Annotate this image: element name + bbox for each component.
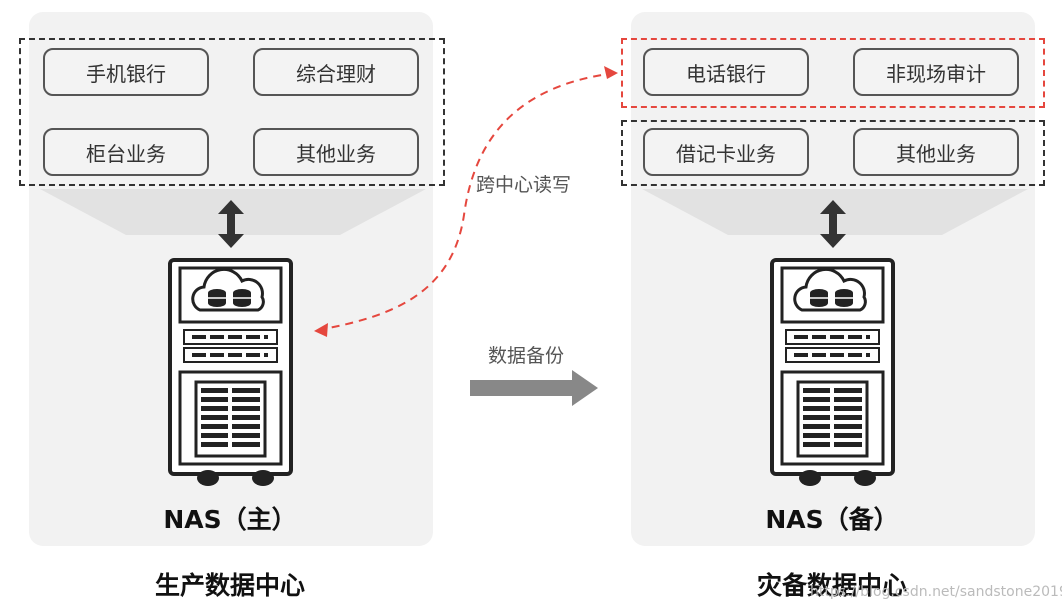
app-counter-business[interactable]: 柜台业务 — [43, 128, 209, 176]
backup-nas-label: NAS（备） — [765, 505, 899, 534]
backup-bidirectional-arrow-icon — [820, 200, 846, 248]
app-offsite-audit[interactable]: 非现场审计 — [853, 48, 1019, 96]
app-mobile-banking[interactable]: 手机银行 — [43, 48, 209, 96]
app-debit-card-business[interactable]: 借记卡业务 — [643, 128, 809, 176]
data-backup-arrow-icon — [470, 370, 598, 406]
primary-nas-server-icon — [168, 258, 293, 486]
app-phone-banking[interactable]: 电话银行 — [643, 48, 809, 96]
backup-app-group-migrated — [621, 38, 1045, 108]
backup-datacenter-title: 灾备数据中心 — [756, 571, 907, 600]
data-backup-label: 数据备份 — [488, 345, 565, 367]
app-wealth-management[interactable]: 综合理财 — [253, 48, 419, 96]
primary-nas-label: NAS（主） — [163, 505, 297, 534]
primary-bidirectional-arrow-icon — [218, 200, 244, 248]
primary-app-group — [19, 38, 445, 186]
cross-center-rw-label: 跨中心读写 — [476, 174, 572, 196]
app-other-business-backup[interactable]: 其他业务 — [853, 128, 1019, 176]
backup-app-group — [621, 120, 1045, 186]
backup-nas-server-icon — [770, 258, 895, 486]
watermark-text: https://blog.csdn.net/sandstone2019 — [810, 584, 1062, 600]
primary-datacenter-title: 生产数据中心 — [154, 571, 305, 600]
app-other-business[interactable]: 其他业务 — [253, 128, 419, 176]
cross-center-rw-arrow — [314, 66, 618, 337]
